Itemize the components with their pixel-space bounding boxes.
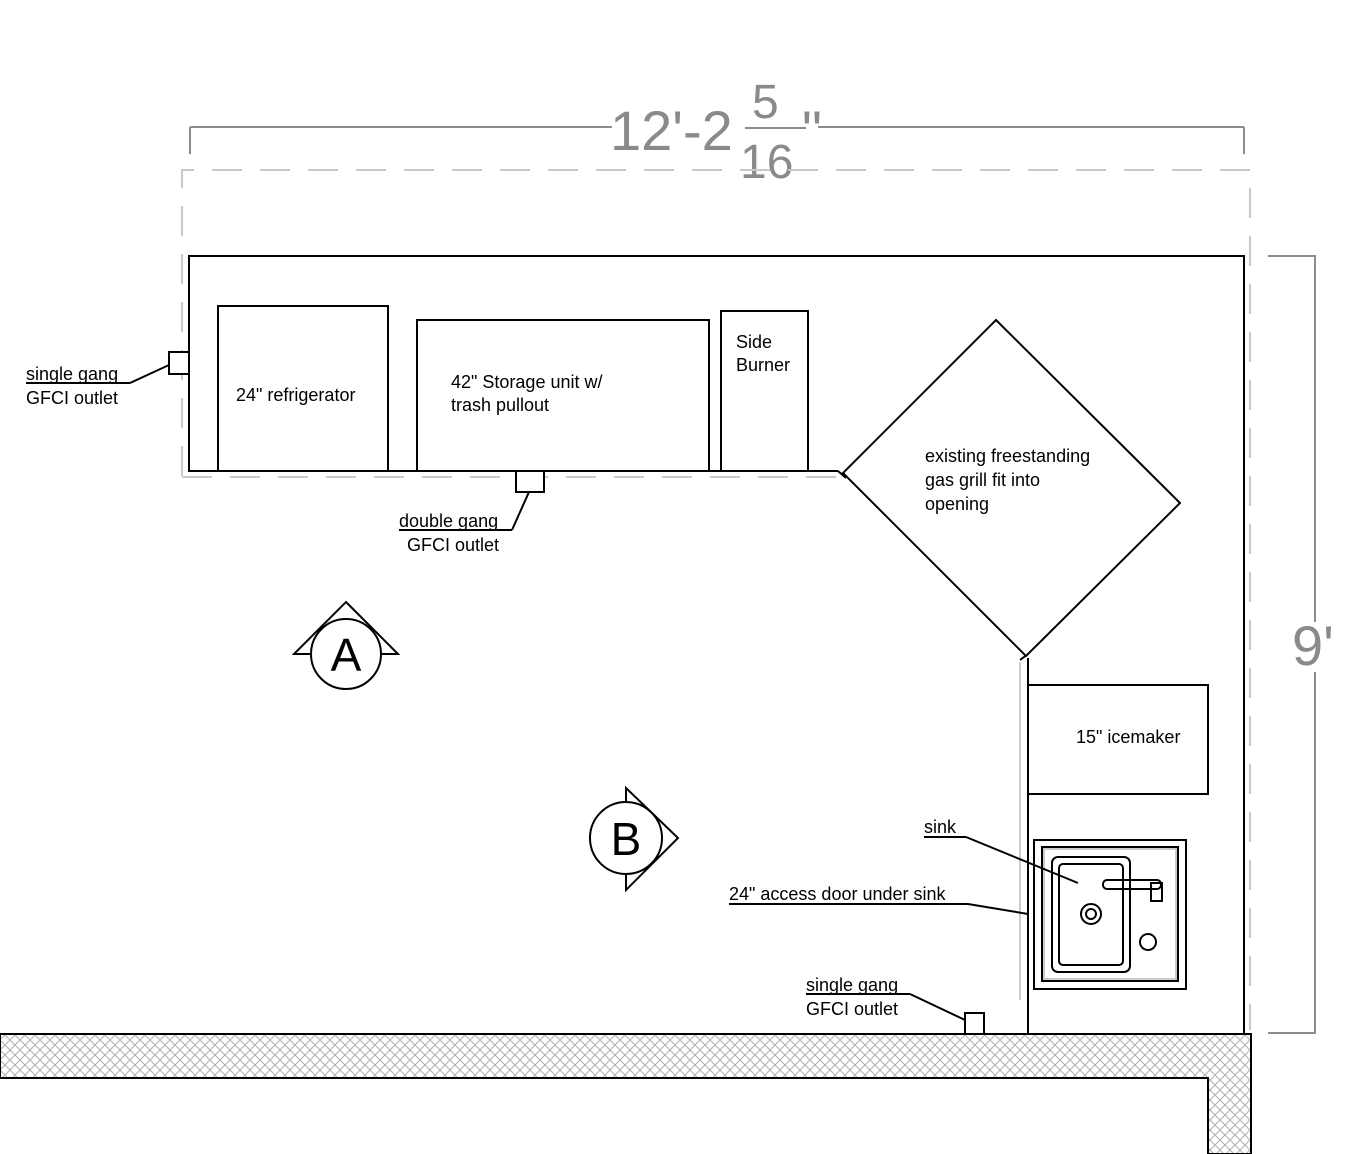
side-burner-label-line2: Burner [736,355,790,375]
outlet-front-line2: GFCI outlet [407,535,499,555]
outlet-bottom-line1: single gang [806,975,898,995]
house-wall [0,1033,1252,1154]
outlet-bottom: single gang GFCI outlet [806,975,985,1035]
storage-label-line1: 42" Storage unit w/ [451,372,602,392]
refrigerator: 24" refrigerator [217,305,389,472]
access-door-callout: 24" access door under sink [729,884,1029,915]
outlet-left: single gang GFCI outlet [26,351,190,408]
access-door-label: 24" access door under sink [729,884,947,904]
side-burner-label-line1: Side [736,332,772,352]
icemaker-label: 15" icemaker [1076,727,1180,747]
width-dimension-denominator: 16 [740,136,793,189]
outlet-bottom-line2: GFCI outlet [806,999,898,1019]
outlet-left-line1: single gang [26,364,118,384]
patio-outline [181,169,1251,1030]
view-marker-a-label: A [331,629,362,681]
faucet-knob-icon [1139,933,1157,951]
icemaker: 15" icemaker [1027,684,1209,795]
storage-unit: 42" Storage unit w/ trash pullout [416,319,710,472]
sink-drain-icon [1080,903,1102,925]
width-dimension-inch: " [802,99,822,162]
view-marker-b: B [589,785,680,893]
grill-label-line2: gas grill fit into [925,470,1040,490]
sink-label: sink [924,817,957,837]
storage-label-line2: trash pullout [451,395,549,415]
outlet-bottom-icon [964,1012,985,1035]
depth-dimension-text: 9' [1292,614,1334,677]
width-dimension-main: 12'-2 [610,99,733,162]
width-dimension: 12'-2 5 16 " [189,76,1245,189]
outlet-front: double gang GFCI outlet [399,470,545,555]
outlet-left-icon [168,351,190,375]
refrigerator-label: 24" refrigerator [236,385,355,405]
outlet-front-line1: double gang [399,511,498,531]
grill-label-line3: opening [925,494,989,514]
side-burner: Side Burner [720,310,809,472]
sink: sink [924,817,1187,990]
width-dimension-numerator: 5 [752,76,779,129]
grill-label-line1: existing freestanding [925,446,1090,466]
view-marker-a: A [291,600,401,690]
outlet-front-icon [515,470,545,493]
depth-dimension: 9' [1268,255,1334,1034]
gas-grill: existing freestanding gas grill fit into… [841,318,1182,658]
view-marker-b-label: B [611,813,642,865]
outlet-left-line2: GFCI outlet [26,388,118,408]
